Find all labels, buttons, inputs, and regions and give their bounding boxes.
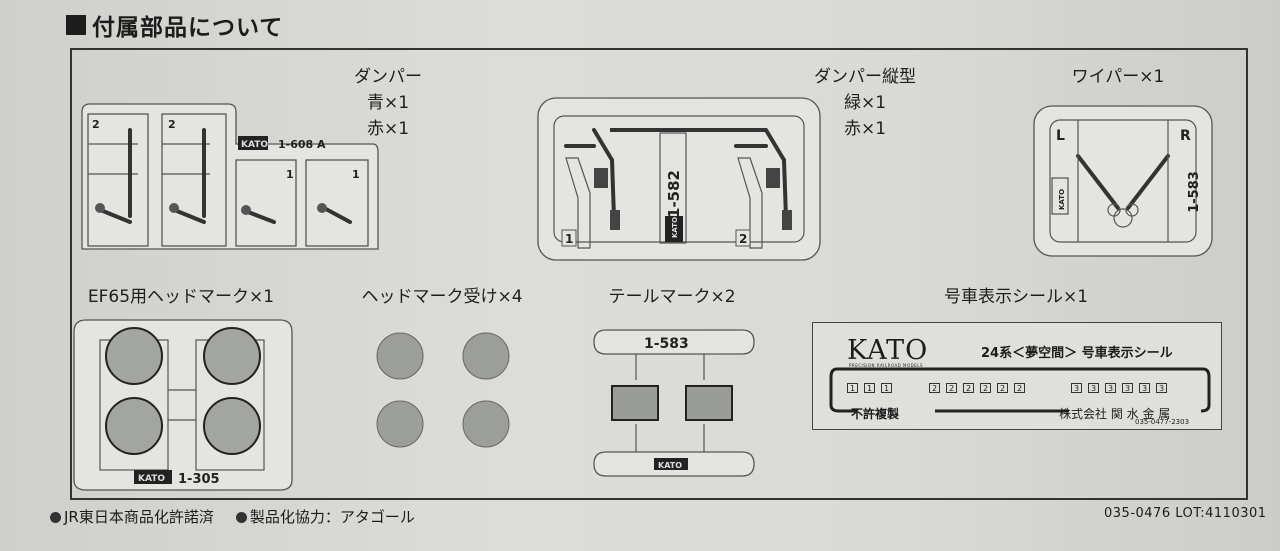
kato-logo-icon	[238, 136, 268, 150]
bullet-icon	[235, 512, 247, 523]
seal-number: 3	[1105, 383, 1116, 393]
kato-logo-icon	[665, 216, 683, 242]
seal-number: 3	[1139, 383, 1150, 393]
damper-vertical-logo: KATO	[671, 217, 679, 238]
car-number-seal-name: 号車表示シール×1	[943, 287, 1089, 307]
wiper-left-mark: L	[1056, 128, 1065, 144]
tail-mark-label: テールマーク×2	[590, 284, 754, 310]
damper-logo: KATO	[241, 140, 268, 150]
damper-name: ダンパー	[354, 67, 422, 87]
tail-mark-sprue-drawing: 1-583 KATO	[593, 329, 755, 477]
damper-part-no: 1-608 A	[278, 138, 326, 151]
damper-vertical-qty-red: 赤×1	[843, 119, 887, 139]
seal-title: 24系＜夢空間＞ 号車表示シール	[981, 346, 1173, 361]
footer-cooperation-text: 製品化協力：アタゴール	[249, 508, 415, 526]
kato-logo-icon	[134, 470, 172, 484]
damper-vertical-qty-green: 緑×1	[843, 93, 887, 113]
wiper-logo: KATO	[1058, 189, 1066, 210]
wiper-label: ワイパー×1	[1060, 64, 1176, 90]
headmark-disc	[203, 397, 261, 455]
damper-sprue-drawing: 2 2 1 1 KATO 1-608 A	[81, 103, 379, 250]
seal-number: 2	[929, 383, 940, 393]
headmark-holder-drawing	[376, 332, 510, 448]
headmark-holder-name: ヘッドマーク受け×4	[361, 287, 523, 307]
seal-number: 1	[881, 383, 892, 393]
car-number-seal-card: KATO PRECISION RAILROAD MODELS 24系＜夢空間＞ …	[812, 322, 1222, 430]
footer-license-text: JR東日本商品化許諾済	[64, 508, 214, 526]
bullet-icon	[50, 512, 61, 523]
seal-kato-logo: KATO	[847, 335, 929, 366]
seal-number: 2	[980, 383, 991, 393]
tail-mark-part-no: 1-583	[644, 336, 689, 352]
section-heading: 付属部品について	[66, 8, 283, 42]
seal-number: 3	[1088, 383, 1099, 393]
holder-disc	[462, 332, 510, 380]
tail-mark-logo: KATO	[658, 461, 682, 470]
tail-mark-plate	[685, 385, 733, 421]
car-number-seal-label: 号車表示シール×1	[926, 284, 1106, 310]
seal-number-group-3: 3 3 3 3 3 3	[1071, 383, 1167, 393]
seal-number: 3	[1071, 383, 1082, 393]
holder-disc	[462, 400, 510, 448]
holder-disc	[376, 400, 424, 448]
damper-qty-red: 赤×1	[366, 119, 410, 139]
damper-vertical-part-no: 1-582	[665, 170, 683, 218]
headmark-disc	[203, 327, 261, 385]
seal-number: 2	[946, 383, 957, 393]
damper-vertical-tag-2: 2	[739, 232, 747, 246]
headmark-logo: KATO	[138, 474, 165, 484]
damper-tag-2b: 2	[168, 118, 176, 131]
footer-notes: JR東日本商品化許諾済 製品化協力：アタゴール	[50, 506, 415, 527]
damper-tag-2a: 2	[92, 118, 100, 131]
kato-logo-icon	[1051, 177, 1069, 215]
headmark-holder-label: ヘッドマーク受け×4	[342, 284, 542, 310]
kato-logo-icon	[654, 458, 688, 470]
damper-tag-1a: 1	[286, 168, 294, 181]
wiper-right-mark: R	[1180, 128, 1191, 144]
parts-frame	[70, 48, 1248, 500]
seal-number: 2	[963, 383, 974, 393]
holder-disc	[376, 332, 424, 380]
wiper-part-no: 1-583	[1187, 171, 1202, 213]
headmark-label: EF65用ヘッドマーク×1	[70, 284, 292, 310]
seal-number: 1	[864, 383, 875, 393]
damper-qty-blue: 青×1	[366, 93, 410, 113]
seal-maker: 株式会社 関 水 金 属	[1059, 407, 1171, 421]
wiper-name: ワイパー×1	[1071, 67, 1165, 87]
headmark-part-no: 1-305	[178, 472, 220, 487]
footer-cooperation: 製品化協力：アタゴール	[235, 506, 415, 527]
seal-number: 2	[1014, 383, 1025, 393]
damper-vertical-sprue-drawing: 1-582 KATO 1 2	[537, 97, 821, 261]
seal-number-group-2: 2 2 2 2 2 2	[929, 383, 1025, 393]
damper-tag-1b: 1	[352, 168, 360, 181]
headmark-disc	[105, 397, 163, 455]
headmark-sprue-drawing: KATO 1-305	[73, 319, 293, 491]
damper-vertical-name: ダンパー縦型	[814, 67, 916, 87]
tail-mark-name: テールマーク×2	[608, 287, 736, 307]
headmark-name: EF65用ヘッドマーク×1	[87, 287, 275, 307]
seal-number-group-1: 1 1 1	[847, 383, 892, 393]
section-heading-text: 付属部品について	[92, 15, 284, 41]
seal-bracket-line	[829, 367, 1211, 413]
footer-license: JR東日本商品化許諾済	[50, 506, 214, 527]
wiper-sprue-drawing: L R 1-583 KATO	[1033, 105, 1213, 257]
seal-code: 035-0477-2303	[1135, 418, 1190, 426]
seal-number: 3	[1122, 383, 1133, 393]
square-bullet-icon	[66, 15, 86, 35]
seal-kato-subtitle: PRECISION RAILROAD MODELS	[849, 363, 924, 368]
seal-number: 3	[1156, 383, 1167, 393]
headmark-disc	[105, 327, 163, 385]
damper-vertical-tag-1: 1	[565, 232, 573, 246]
damper-vertical-label: ダンパー縦型 緑×1 赤×1	[800, 64, 930, 142]
seal-number: 1	[847, 383, 858, 393]
footer-product-code: 035-0476 LOT:4110301	[1104, 506, 1267, 521]
tail-mark-plate	[611, 385, 659, 421]
damper-label: ダンパー 青×1 赤×1	[340, 64, 436, 142]
seal-copy-notice: 不許複製	[851, 407, 900, 421]
seal-number: 2	[997, 383, 1008, 393]
